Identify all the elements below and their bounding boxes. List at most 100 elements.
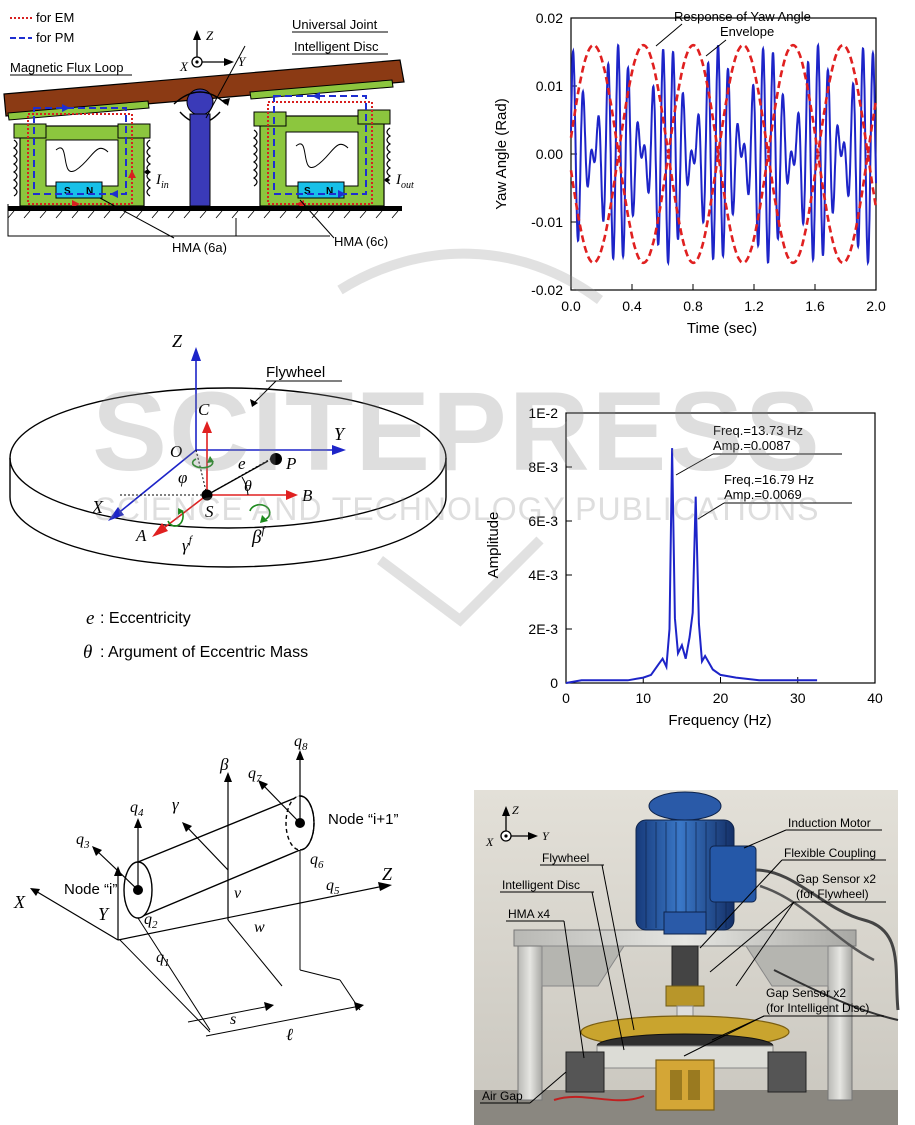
- fft-y-label: Amplitude: [485, 512, 502, 579]
- hma-left: S N: [12, 104, 152, 208]
- shaft-axis-y: Y: [98, 904, 110, 924]
- fft-y-tick-label: 0: [550, 675, 558, 691]
- fft-x-tick-label: 10: [635, 690, 651, 706]
- legend-pm-label: for PM: [36, 30, 74, 45]
- photo-label-air-gap: Air Gap: [482, 1089, 523, 1103]
- fw-legend-e-text: : Eccentricity: [100, 610, 191, 627]
- fft-y-tick-label: 2E-3: [528, 621, 558, 637]
- magnet-s-right: S: [304, 186, 311, 197]
- hma-axis-y: Y: [238, 54, 247, 69]
- fw-axis-z: Z: [172, 331, 183, 351]
- yaw-y-tick-label: 0.00: [536, 146, 563, 162]
- flywheel-title: Flywheel: [266, 364, 325, 381]
- hma-axis-x: X: [179, 59, 189, 74]
- magnet-s-left: S: [64, 186, 71, 197]
- photo-axis-y: Y: [542, 829, 550, 843]
- yaw-response-line: [570, 42, 877, 267]
- shaft-axis-z: Z: [382, 864, 393, 884]
- yaw-x-tick-label: 0.8: [683, 298, 703, 314]
- fft-x-tick-label: 20: [713, 690, 729, 706]
- photo-label-gap-sensor-fw-2: (for Flywheel): [796, 887, 869, 901]
- photo-label-hma: HMA x4: [508, 907, 550, 921]
- intelligent-disc-label: Intelligent Disc: [294, 39, 379, 54]
- fft-x-label: Frequency (Hz): [668, 712, 771, 729]
- legend-em-label: for EM: [36, 10, 74, 25]
- shaft-node-i: Node “i”: [64, 881, 117, 898]
- yaw-y-label: Yaw Angle (Rad): [493, 98, 510, 209]
- shaft-sym-w: w: [254, 919, 265, 936]
- fw-point-s: S: [205, 502, 214, 521]
- fw-axis-y: Y: [334, 424, 346, 444]
- yaw-x-tick-label: 2.0: [866, 298, 886, 314]
- fft-spectrum-line: [565, 448, 818, 684]
- shaft-q6: q6: [310, 851, 324, 871]
- hma-left-label: HMA (6a): [172, 240, 227, 255]
- shaft-q3: q3: [76, 831, 90, 851]
- universal-joint-label: Universal Joint: [292, 17, 378, 32]
- current-out: Iout: [395, 172, 414, 191]
- photo-axis-triad: Z X Y: [485, 803, 550, 849]
- yaw-annotation-response: Response of Yaw Angle: [674, 9, 811, 24]
- shaft-q2: q2: [144, 911, 158, 931]
- shaft-sym-v: v: [234, 885, 242, 902]
- fw-legend-theta-text: : Argument of Eccentric Mass: [100, 644, 308, 661]
- yaw-x-tick-label: 0.0: [561, 298, 581, 314]
- fw-point-a: A: [135, 526, 147, 545]
- yaw-y-tick-label: 0.02: [536, 10, 563, 26]
- photo-label-gap-sensor-fw-1: Gap Sensor x2: [796, 872, 876, 886]
- fft-y-tick-label: 1E-2: [528, 405, 558, 421]
- yaw-y-tick-label: -0.01: [531, 214, 563, 230]
- fw-legend-e-sym: e: [86, 608, 94, 629]
- magnet-n-left: N: [86, 186, 93, 197]
- photo-axis-z: Z: [512, 803, 519, 817]
- fw-sym-beta: βf: [251, 523, 266, 548]
- fft-annotation-2-line1: Freq.=16.79 Hz: [724, 472, 814, 487]
- yaw-y-tick-label: -0.02: [531, 282, 563, 298]
- shaft-node-i1: Node “i+1”: [328, 811, 398, 828]
- hma-schematic: for EM for PM Z X Y Universal Joint Inte…: [3, 10, 414, 255]
- fw-point-c: C: [198, 400, 210, 419]
- photo-label-gap-sensor-id-1: Gap Sensor x2: [766, 986, 846, 1000]
- photo-label-intelligent-disc: Intelligent Disc: [502, 878, 580, 892]
- fft-x-tick-label: 30: [790, 690, 806, 706]
- fft-annotation-1-line1: Freq.=13.73 Hz: [713, 423, 803, 438]
- fft-annotation-1-line2: Amp.=0.0087: [713, 438, 791, 453]
- current-in: Iin: [155, 172, 169, 191]
- fft-y-tick-label: 4E-3: [528, 567, 558, 583]
- hma-axis-z: Z: [206, 28, 214, 43]
- photo-label-gap-sensor-id-2: (for Intelligent Disc): [766, 1001, 869, 1015]
- fft-x-tick-label: 40: [867, 690, 883, 706]
- intelligent-disc-plate: [3, 59, 405, 117]
- fw-legend-theta-sym: θ: [83, 642, 92, 663]
- hma-right-label: HMA (6c): [334, 234, 388, 249]
- photo-label-flywheel: Flywheel: [542, 851, 589, 865]
- hma-axis-triad: Z X Y: [179, 28, 247, 74]
- fw-axis-x: X: [91, 497, 104, 517]
- hma-right: S N: [252, 92, 392, 208]
- fw-sym-phi: φ: [178, 468, 187, 487]
- photo-axis-x: X: [485, 835, 494, 849]
- yaw-x-tick-label: 0.4: [622, 298, 642, 314]
- fw-sym-gamma: γf: [182, 534, 194, 555]
- fft-y-tick-label: 8E-3: [528, 459, 558, 475]
- flywheel-diagram: Flywheel Z Y X O C B A S P e θ φ γf βf e…: [9, 331, 447, 663]
- test-rig-photo: Z X Y Induction Motor Flexible Coupling …: [474, 790, 900, 1125]
- fw-eccentric-mass: [270, 453, 282, 465]
- shaft-sym-gamma: γ: [172, 795, 180, 814]
- shaft-element-diagram: Y X Z q4 q3 Node “i” q2 q1 β γ v w q8 q7…: [13, 733, 398, 1044]
- shaft-q5: q5: [326, 877, 340, 897]
- fft-x-tick-label: 0: [562, 690, 570, 706]
- photo-label-induction-motor: Induction Motor: [788, 816, 871, 830]
- shaft-axis-x: X: [13, 892, 26, 912]
- magnet-n-right: N: [326, 186, 333, 197]
- yaw-x-tick-label: 1.2: [744, 298, 764, 314]
- flywheel-top-face: [9, 387, 447, 529]
- shaft-q1: q1: [156, 949, 170, 969]
- flywheel-rim: [9, 458, 447, 568]
- fft-annotation-2-line2: Amp.=0.0069: [724, 487, 802, 502]
- yaw-annotation-envelope: Envelope: [720, 24, 774, 39]
- hma-base: [8, 206, 402, 211]
- photo-label-flexible-coupling: Flexible Coupling: [784, 846, 876, 860]
